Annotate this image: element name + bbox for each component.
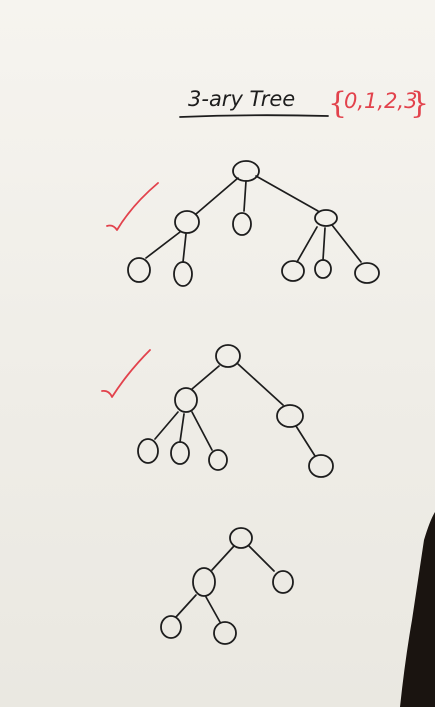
tree-3-leaf-node: [160, 615, 182, 639]
tree-1-checkmark: [106, 182, 159, 231]
tree-2-leaf-node: [170, 441, 190, 465]
tree-1-node: [314, 209, 338, 227]
tree-1-leaf-node: [281, 260, 305, 282]
tree-2-leaf-node: [308, 454, 334, 478]
tree-3-edge: [205, 596, 221, 623]
tree-2-edge: [191, 411, 213, 451]
tree-2-leaf-node: [208, 449, 228, 471]
tree-1: [106, 160, 380, 287]
tree-2-node: [174, 387, 198, 413]
tree-2-leaf-node: [137, 438, 159, 464]
tree-1-edge: [195, 177, 239, 215]
heading: 3-ary Tree { 0,1,2,3 }: [179, 86, 429, 121]
tree-1-edge: [296, 226, 318, 263]
tree-3-edge: [248, 545, 275, 572]
tree-3: [160, 527, 294, 645]
tree-1-edge: [182, 233, 187, 263]
tree-3-leaf-node: [272, 570, 294, 594]
tree-3-root-node: [229, 527, 253, 549]
tree-2-edge: [237, 363, 284, 406]
tree-3-edge: [175, 594, 197, 618]
set-brace-open: {: [328, 86, 347, 121]
tree-2-edge: [295, 425, 316, 457]
tree-1-edge: [145, 231, 181, 259]
tree-3-node: [192, 567, 216, 597]
tree-2-edge: [154, 411, 179, 440]
set-brace-close: }: [410, 86, 429, 121]
tree-1-leaf-node: [127, 257, 151, 283]
tree-2-node: [276, 404, 304, 428]
tree-3-leaf-node: [213, 621, 237, 645]
tree-1-node: [174, 210, 200, 234]
tree-2-edge: [191, 365, 220, 390]
tree-1-leaf-node: [314, 259, 332, 279]
tree-1-leaf-node: [173, 261, 193, 287]
tree-3-edge: [211, 545, 235, 571]
set-values: 0,1,2,3: [344, 89, 417, 113]
tree-1-edge: [331, 224, 362, 263]
tree-1-edge: [243, 180, 247, 212]
tree-1-leaf-node: [354, 262, 380, 284]
heading-underline: [179, 114, 329, 118]
presenter-arm: [400, 512, 435, 707]
heading-title: 3-ary Tree: [188, 87, 295, 111]
tree-2: [101, 344, 334, 478]
tree-2-root-node: [215, 344, 241, 368]
tree-2-edge: [179, 413, 185, 443]
tree-1-edge: [322, 227, 326, 261]
presenter: [400, 512, 435, 707]
tree-1-edge: [255, 175, 319, 212]
tree-2-checkmark: [101, 349, 151, 398]
tree-1-root-node: [232, 160, 260, 182]
tree-1-node: [232, 212, 252, 236]
